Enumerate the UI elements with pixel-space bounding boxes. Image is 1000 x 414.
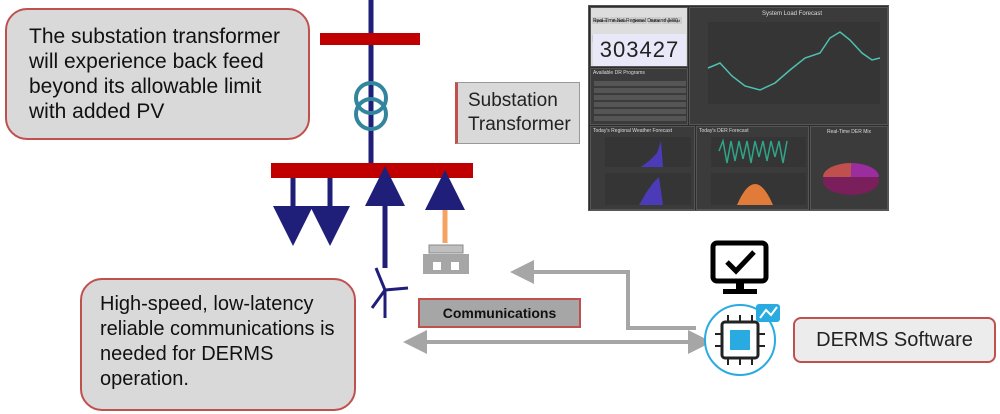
list-item — [594, 109, 686, 114]
communications-text: Communications — [442, 305, 557, 321]
substation-transformer-text: Substation Transformer — [468, 90, 571, 135]
net-demand-value: 303427 — [593, 34, 686, 66]
weather-forecast-panel: Today's Regional Weather Forecast — [590, 126, 695, 210]
list-item — [594, 116, 686, 121]
backfeed-callout: The substation transformer will experien… — [5, 8, 310, 140]
backfeed-callout-text: The substation transformer will experien… — [29, 25, 280, 123]
communications-callout-text: High-speed, low-latency reliable communi… — [100, 293, 335, 390]
derms-software-text: DERMS Software — [816, 329, 973, 351]
der-mix-title: Real-Time DER Mix — [827, 129, 871, 135]
monitor-check-icon — [710, 240, 769, 294]
solar-house-icon — [423, 244, 469, 274]
comm-link-upper — [510, 260, 696, 330]
der-mix-panel: Real-Time DER Mix — [810, 126, 888, 210]
dr-programs-title: Available DR Programs — [593, 70, 645, 76]
transformer-coil-top — [354, 81, 388, 115]
top-bus — [320, 33, 420, 45]
der-title: Today's DER Forecast — [699, 128, 749, 134]
dr-programs-panel: Available DR Programs — [590, 68, 688, 125]
main-bus — [271, 163, 473, 178]
derms-software-label: DERMS Software — [793, 317, 996, 363]
realtime-title: Real Time Net Regional Demand (kW) — [593, 18, 679, 24]
substation-transformer-label: Substation Transformer — [455, 82, 580, 144]
list-item — [594, 95, 686, 100]
dash-tab: System — [592, 17, 610, 24]
dash-tab: Excision — [610, 17, 630, 24]
weather-charts — [605, 137, 691, 205]
der-mix-pie — [823, 163, 879, 195]
derms-chip-icon — [704, 304, 780, 376]
wind-turbine-icon — [370, 267, 409, 318]
list-item — [594, 102, 686, 107]
communications-label: Communications — [418, 298, 581, 328]
weather-title: Today's Regional Weather Forecast — [593, 128, 672, 134]
transformer-coil-bottom — [354, 97, 388, 131]
load-forecast-title: System Load Forecast — [762, 11, 823, 17]
realtime-demand-panel: SystemExcisionFeederDashForecastBattery … — [590, 7, 688, 67]
dash-tab: Feeder — [630, 17, 647, 24]
list-item — [594, 88, 686, 93]
load-forecast-chart — [707, 22, 881, 104]
der-charts — [711, 137, 806, 205]
derms-dashboard-screenshot: SystemExcisionFeederDashForecastBattery … — [588, 5, 889, 211]
der-forecast-panel: Today's DER Forecast — [696, 126, 809, 210]
dash-tab: Forecast — [662, 17, 682, 24]
communications-callout: High-speed, low-latency reliable communi… — [80, 278, 356, 411]
load-forecast-panel: System Load Forecast — [689, 7, 888, 125]
list-item — [594, 81, 686, 86]
dash-tab: Dash — [647, 17, 662, 24]
